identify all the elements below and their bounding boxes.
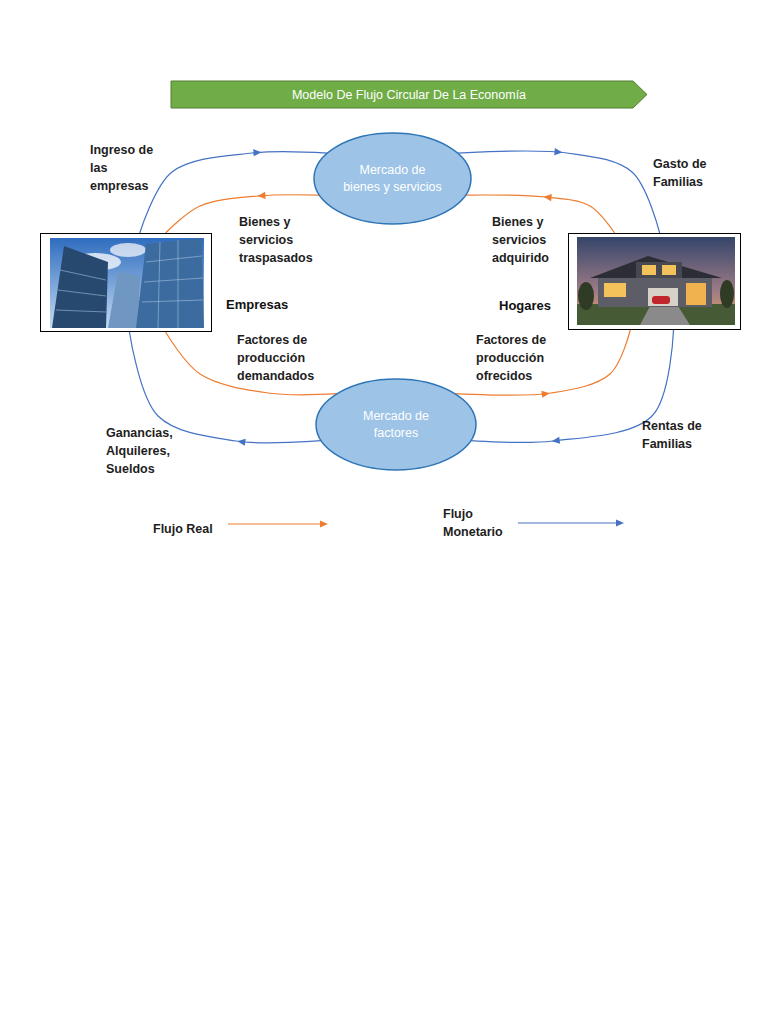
node-text: Mercado de factores: [356, 408, 436, 442]
flow-label: Ganancias, Alquileres, Sueldos: [106, 424, 174, 478]
house-photo: [577, 237, 735, 325]
arrow-head: [551, 437, 560, 445]
agent-box: Hogares: [568, 233, 741, 330]
legend-line: [518, 522, 617, 523]
ellipse-shape: [314, 133, 471, 224]
legend-samples: [228, 520, 624, 528]
buildings-photo: [50, 238, 204, 328]
flow-connector-group: [455, 330, 630, 398]
garage: [648, 288, 678, 306]
arrow-head: [257, 192, 266, 200]
arrow-head: [543, 193, 552, 201]
title-text: Modelo De Flujo Circular De La Economía: [171, 81, 647, 108]
flow-label: Gasto de Familias: [653, 155, 711, 191]
flow-connector: [166, 332, 338, 395]
arrow-head: [616, 520, 624, 527]
ellipse-outline: [315, 378, 477, 471]
window: [604, 283, 626, 297]
node-text: Mercado de bienes y servicios: [341, 162, 444, 196]
market-ellipse: Mercado de factores: [315, 378, 477, 471]
car: [652, 296, 670, 304]
sky: [50, 238, 204, 328]
flow-label: Bienes y servicios adquirido: [492, 213, 552, 267]
tower: [52, 246, 108, 328]
flow-connector-group: [140, 149, 328, 233]
flow-connector: [140, 152, 328, 233]
title-banner: [171, 81, 647, 108]
flow-label: Factores de producción ofrecidos: [476, 331, 548, 385]
arrow-head: [554, 148, 563, 156]
flow-label: Bienes y servicios traspasados: [239, 213, 313, 267]
market-ellipse: Mercado de bienes y servicios: [313, 132, 472, 225]
window: [642, 265, 656, 275]
agent-box: Empresas: [40, 233, 212, 332]
window: [686, 283, 706, 305]
legend-text: Flujo Real: [153, 520, 223, 538]
sky: [577, 237, 735, 325]
arrow-head: [320, 521, 328, 528]
flow-connector: [458, 151, 660, 233]
flow-label: Ingreso de las empresas: [90, 141, 167, 195]
node-text: Empresas: [226, 296, 288, 313]
node-text: Hogares: [499, 297, 551, 314]
arrow-head: [237, 438, 246, 446]
tower: [108, 272, 140, 328]
arrow-head: [253, 149, 261, 157]
flow-connector: [455, 330, 630, 395]
roof: [590, 256, 722, 278]
legend-line: [228, 523, 321, 524]
upper-floor: [636, 262, 682, 278]
arrow-head: [541, 390, 550, 398]
ellipse-shape: [316, 379, 476, 470]
window: [662, 265, 676, 275]
tree: [720, 280, 734, 308]
tower: [136, 238, 204, 328]
driveway: [640, 306, 690, 325]
legend-text: Flujo Monetario: [443, 505, 509, 541]
flow-connector-group: [458, 148, 660, 233]
house-body: [598, 276, 712, 307]
cloud: [110, 243, 146, 257]
tree: [578, 282, 594, 310]
flow-label: Rentas de Familias: [642, 417, 704, 453]
flow-connector-group: [166, 332, 338, 395]
ellipse-outline: [313, 132, 472, 225]
window-grid: [56, 240, 203, 328]
flow-label: Factores de producción demandados: [237, 331, 317, 385]
lawn: [577, 304, 735, 325]
